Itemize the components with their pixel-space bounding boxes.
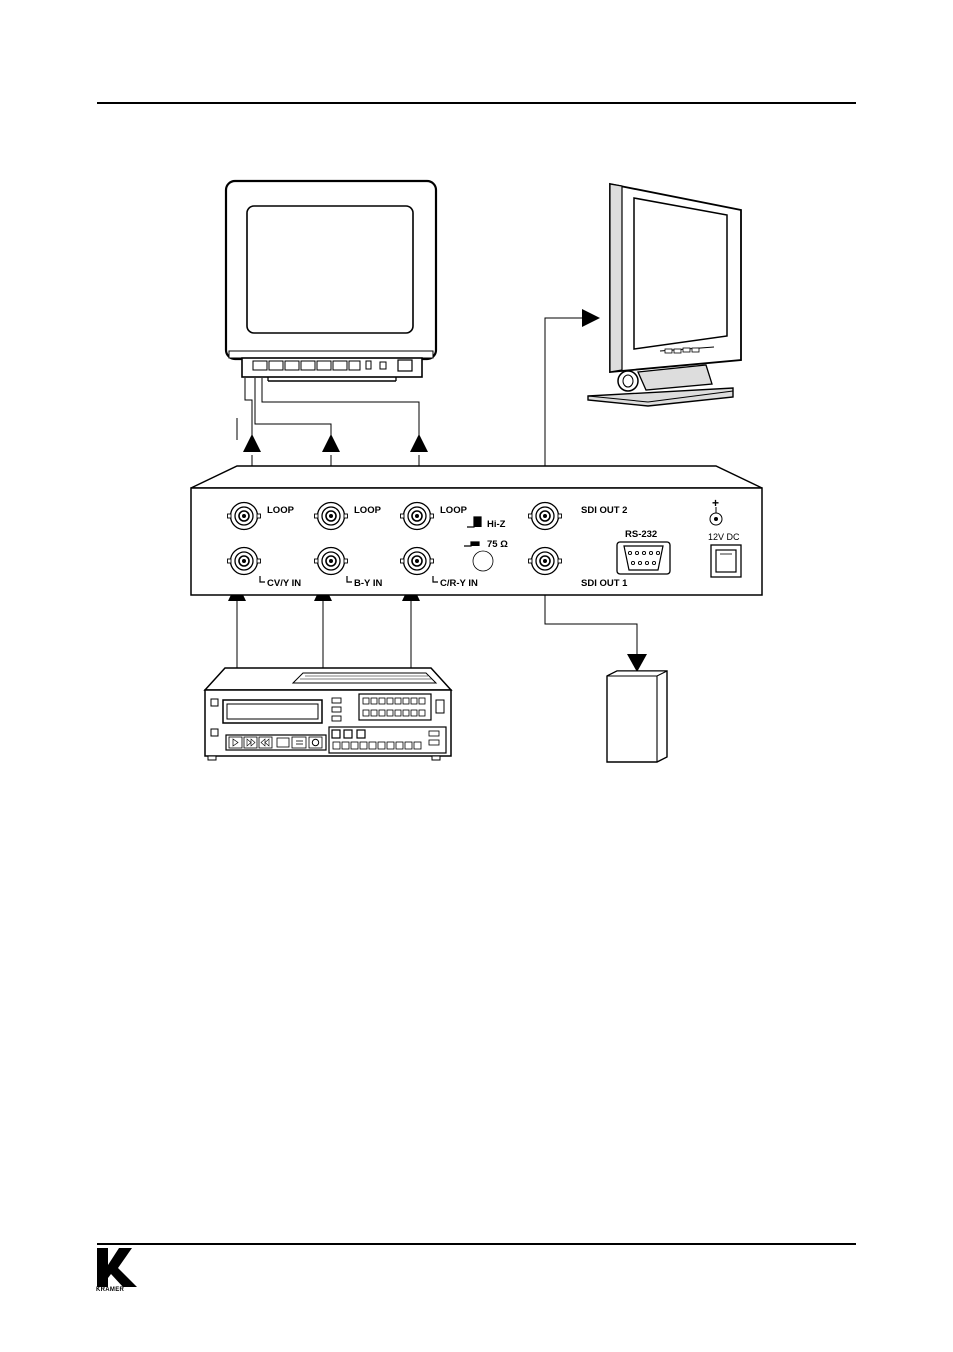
rs232-label: RS-232 [625, 529, 657, 540]
sdi-out-2-label: SDI OUT 2 [581, 505, 627, 516]
loop-1-label: LOOP [267, 505, 295, 516]
c-r-y-in-label: C/R-Y IN [440, 578, 478, 589]
rs232-connector-icon [617, 542, 670, 574]
b-y-in-label: B-Y IN [354, 578, 382, 589]
vcr-icon [205, 668, 451, 760]
converter-device-panel: LOOP LOOP LOOP SDI OUT 2 CV/Y IN B-Y IN … [191, 466, 762, 595]
dc-12v-label: 12V DC [708, 532, 740, 542]
loop-2-label: LOOP [354, 505, 382, 516]
hi-z-label: Hi-Z [487, 519, 506, 530]
crt-monitor-icon [226, 181, 436, 381]
kramer-brand-text: KRAMER [96, 1287, 124, 1293]
loop-3-label: LOOP [440, 505, 468, 516]
lcd-monitor-icon [588, 184, 741, 406]
sdi-receiver-box-icon [607, 671, 667, 762]
sdi-out-1-label: SDI OUT 1 [581, 578, 628, 589]
cv-y-in-label: CV/Y IN [267, 578, 301, 589]
ohm-75-label: 75 Ω [487, 539, 508, 550]
power-jack-icon [711, 545, 741, 577]
